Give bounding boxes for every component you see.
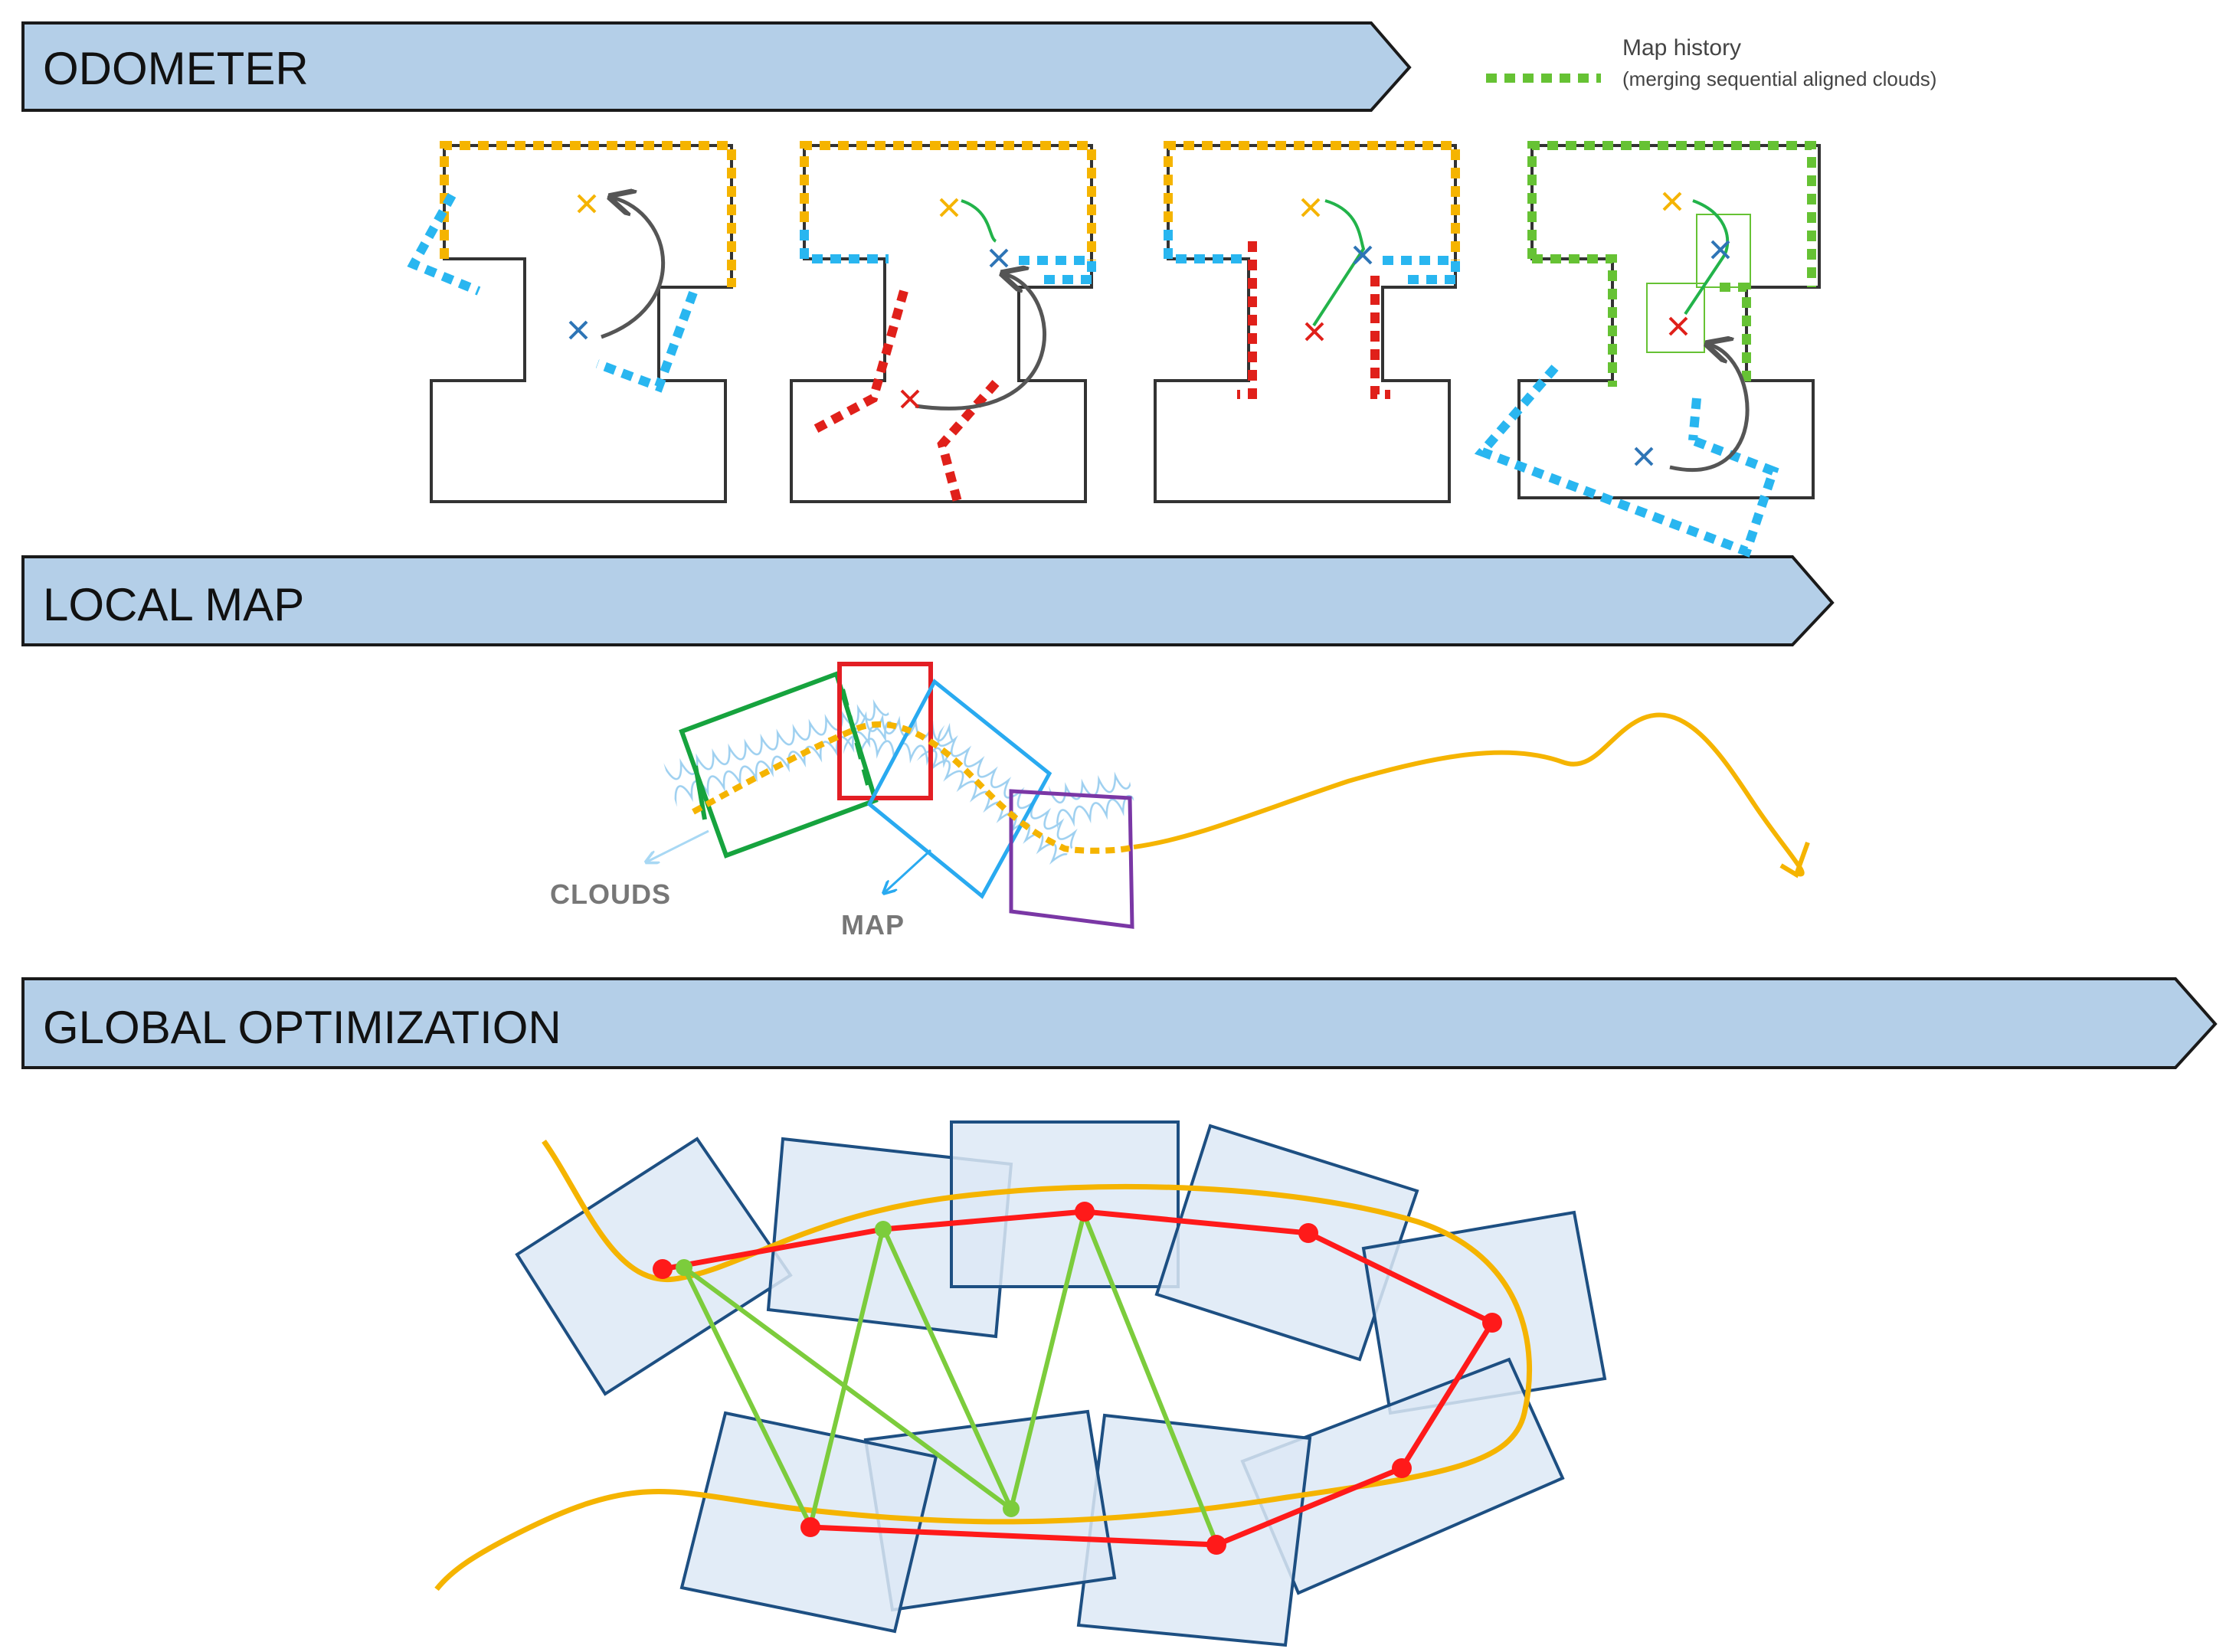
local-map-frame-red <box>837 662 933 800</box>
global-optimization-title: GLOBAL OPTIMIZATION <box>43 1002 561 1053</box>
odometer-panel-3 <box>1154 141 1460 503</box>
pose-cross-icon <box>1301 198 1321 218</box>
pose-cross-icon <box>1710 240 1730 260</box>
local-map-frame-purple <box>1009 789 1134 929</box>
odometer-panel-2 <box>790 141 1096 503</box>
pose-cross-icon <box>1305 322 1324 342</box>
pose-cross-icon <box>1634 447 1654 466</box>
floorplan-outline <box>790 144 1093 503</box>
global-optimization-banner: GLOBAL OPTIMIZATION <box>21 977 2218 1069</box>
map-tiles <box>515 1120 1607 1647</box>
map-history-legend: Map history (merging sequential aligned … <box>1486 35 1936 90</box>
pose-cross-icon <box>1353 245 1373 265</box>
pose-cross-icon <box>568 320 588 340</box>
pose-cross-icon <box>1668 316 1688 336</box>
odometer-panel-1 <box>407 141 736 503</box>
global-optimization-illustration <box>434 1120 1607 1647</box>
motion-arrow-icon <box>601 198 666 339</box>
local-map-frame-blue <box>866 679 1052 899</box>
local-map-title: LOCAL MAP <box>43 579 304 630</box>
motion-arrow-icon <box>915 274 1047 411</box>
local-map-illustration: CLOUDS MAP <box>550 662 1810 940</box>
point-cloud-coils <box>653 662 1144 897</box>
pose-cross-icon <box>939 198 959 218</box>
loop-closure-constraints <box>682 1206 1219 1545</box>
motion-arrow-icon <box>1669 345 1750 472</box>
pose-graph-edges <box>662 1209 1497 1548</box>
pose-nodes <box>653 1202 1502 1555</box>
trajectory-line <box>1133 712 1805 877</box>
legend-subtitle: (merging sequential aligned clouds) <box>1622 67 1936 90</box>
clouds-label: CLOUDS <box>550 878 671 910</box>
local-map-banner: LOCAL MAP <box>21 555 1835 646</box>
odometer-title: ODOMETER <box>43 43 309 94</box>
odometer-banner: ODOMETER <box>21 21 1412 112</box>
pose-cross-icon <box>577 194 597 214</box>
pose-cross-icon <box>900 389 920 409</box>
legend-title: Map history <box>1622 35 1741 61</box>
floorplan-outline <box>1154 144 1457 503</box>
pose-cross-icon <box>1662 191 1682 211</box>
odometer-panel-4 <box>1474 141 1821 558</box>
constraint-nodes <box>676 1221 1020 1517</box>
pose-cross-icon <box>989 248 1009 268</box>
map-label: MAP <box>841 909 905 940</box>
